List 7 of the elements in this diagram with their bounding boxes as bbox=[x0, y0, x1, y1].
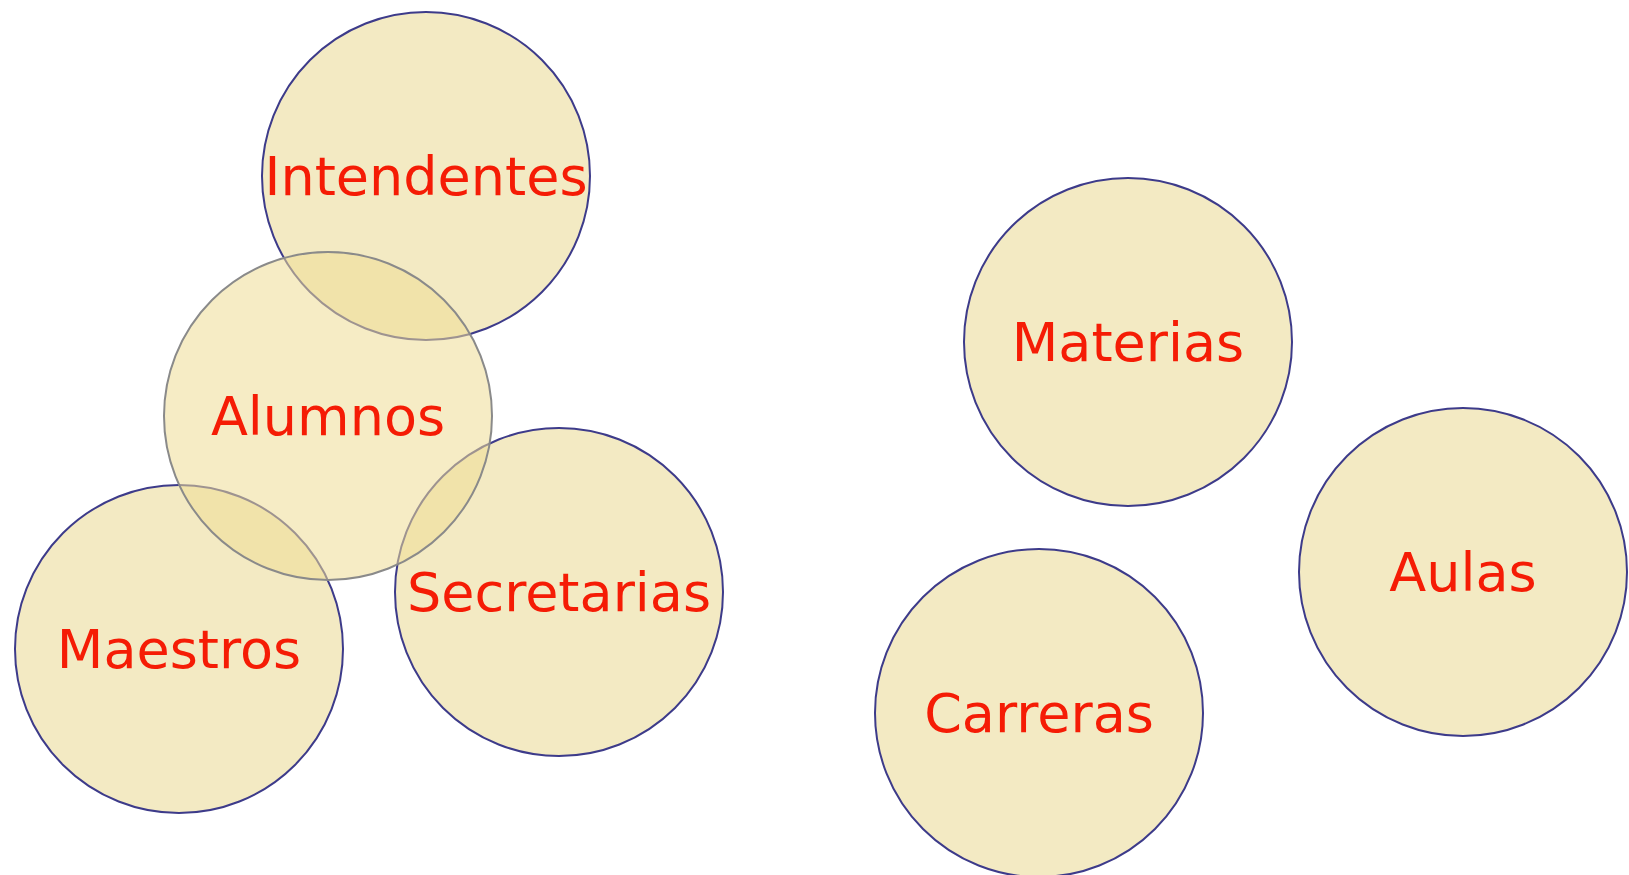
circle-label: Intendentes bbox=[264, 144, 588, 208]
circle-label: Secretarias bbox=[406, 560, 712, 624]
circle-label: Maestros bbox=[56, 617, 302, 681]
circle-label: Materias bbox=[1011, 310, 1245, 374]
circle-label: Alumnos bbox=[210, 384, 446, 448]
circle-label: Aulas bbox=[1389, 540, 1537, 604]
circle-label: Carreras bbox=[924, 681, 1154, 745]
